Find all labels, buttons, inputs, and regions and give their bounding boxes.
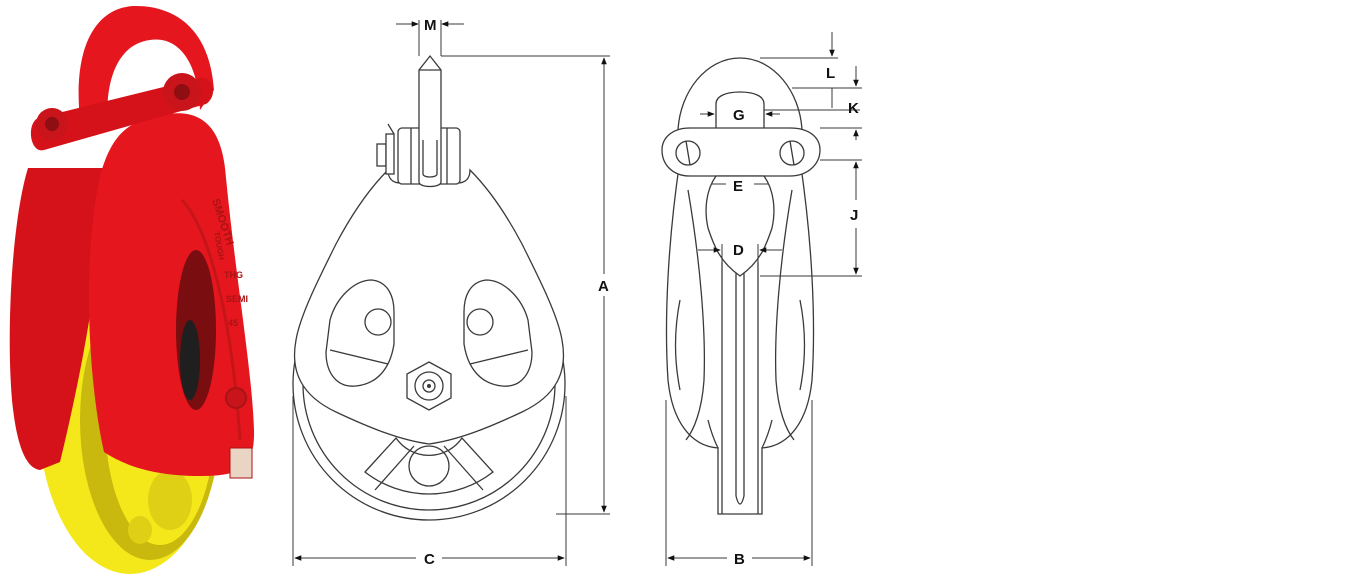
- dim-label-e: E: [733, 178, 743, 195]
- red-shackle-loop: [78, 6, 215, 128]
- dim-label-l: L: [826, 65, 835, 82]
- side-view-drawing: [661, 57, 821, 515]
- dim-label-j: J: [850, 207, 858, 224]
- id-tag: [229, 447, 253, 479]
- dim-label-b: B: [734, 551, 745, 568]
- red-frame-front: [88, 113, 255, 476]
- side-dimensions: L K G J E D B: [665, 32, 862, 568]
- dim-label-m: M: [424, 17, 437, 34]
- dim-label-d: D: [733, 242, 744, 259]
- snatch-block-photo: SMOOTH TOUGH THG SEMI 45: [9, 6, 255, 574]
- front-view-drawing: [292, 54, 566, 521]
- dim-label-g: G: [733, 107, 745, 124]
- svg-text:45: 45: [228, 318, 238, 328]
- front-dimensions: M A C: [292, 17, 610, 568]
- dim-label-a: A: [598, 278, 609, 295]
- svg-text:THG: THG: [224, 270, 243, 280]
- red-frame-back: [9, 168, 105, 470]
- svg-text:SEMI: SEMI: [226, 294, 248, 304]
- dim-label-c: C: [424, 551, 435, 568]
- dim-label-k: K: [848, 100, 859, 117]
